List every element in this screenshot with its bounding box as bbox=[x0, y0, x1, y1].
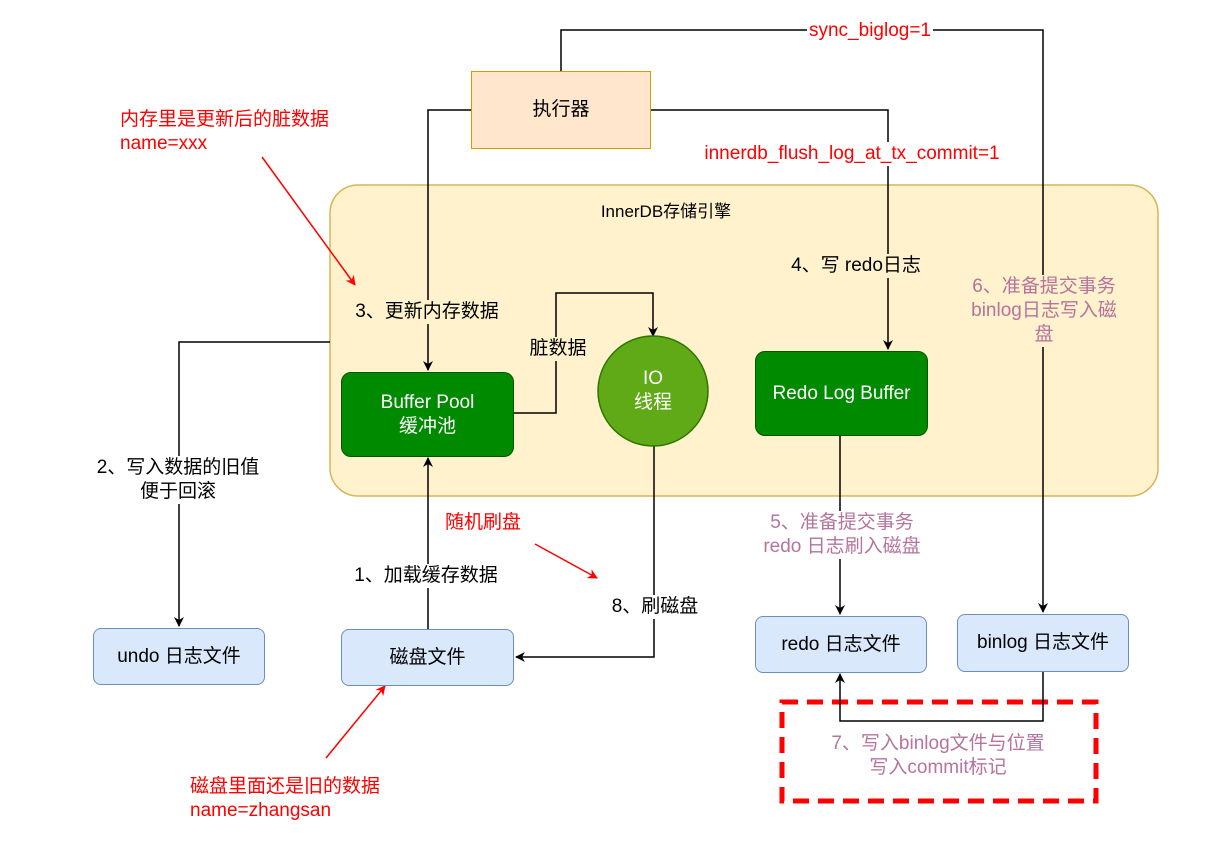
step7-label: 7、写入binlog文件与位置 写入commit标记 bbox=[831, 733, 1045, 778]
edge-io-to-disk bbox=[515, 446, 655, 662]
io-thread-label: IO 线程 bbox=[633, 368, 672, 413]
edge-engine-to-undo bbox=[174, 341, 330, 627]
binlog-file-label: binlog 日志文件 bbox=[977, 632, 1109, 653]
binlog-file-node: binlog 日志文件 bbox=[957, 614, 1129, 672]
arrow-disk-note bbox=[325, 685, 386, 759]
step3-label: 3、更新内存数据 bbox=[355, 300, 499, 324]
buffer-pool-node: Buffer Pool 缓冲池 bbox=[341, 372, 514, 457]
step7-highlight-box bbox=[779, 699, 1099, 804]
undo-file-node: undo 日志文件 bbox=[93, 628, 265, 685]
buffer-pool-label: Buffer Pool 缓冲池 bbox=[380, 391, 475, 437]
disk-file-label: 磁盘文件 bbox=[389, 646, 466, 668]
disk-file-node: 磁盘文件 bbox=[341, 629, 514, 686]
redo-log-buffer-node: Redo Log Buffer bbox=[755, 351, 928, 436]
executor-label: 执行器 bbox=[532, 99, 590, 120]
memory-note: 内存里是更新后的脏数据 name=xxx bbox=[120, 109, 330, 154]
edge-executor-to-buffer-pool bbox=[423, 109, 471, 371]
edge-buffer-pool-to-io bbox=[514, 292, 658, 414]
undo-file-label: undo 日志文件 bbox=[117, 645, 241, 667]
edge-binlog-to-redo-file bbox=[835, 672, 1044, 722]
sync-biglog-label: sync_biglog=1 bbox=[806, 19, 934, 43]
step5-label: 5、准备提交事务 redo 日志刷入磁盘 bbox=[761, 511, 923, 559]
redo-file-node: redo 日志文件 bbox=[755, 616, 927, 673]
disk-note: 磁盘里面还是旧的数据 name=zhangsan bbox=[190, 776, 381, 821]
flush-log-label: innerdb_flush_log_at_tx_commit=1 bbox=[702, 142, 1002, 166]
dirty-data-label: 脏数据 bbox=[529, 337, 587, 361]
step6-label: 6、准备提交事务 binlog日志写入磁盘 bbox=[962, 275, 1126, 347]
random-flush-note: 随机刷盘 bbox=[445, 512, 522, 533]
arrow-memory-note bbox=[261, 156, 356, 286]
redo-log-buffer-label: Redo Log Buffer bbox=[772, 382, 911, 404]
step1-label: 1、加载缓存数据 bbox=[352, 564, 500, 588]
step4-label: 4、写 redo日志 bbox=[791, 254, 921, 278]
arrow-random-flush bbox=[534, 543, 598, 579]
io-thread-circle bbox=[597, 335, 709, 447]
step2-label: 2、写入数据的旧值 便于回滚 bbox=[94, 456, 262, 504]
redo-file-label: redo 日志文件 bbox=[781, 633, 901, 655]
executor-node: 执行器 bbox=[471, 71, 651, 149]
engine-container bbox=[329, 184, 1159, 497]
io-thread-node: IO 线程 bbox=[598, 336, 708, 446]
engine-title: InnerDB存储引擎 bbox=[600, 202, 732, 221]
step8-label: 8、刷磁盘 bbox=[609, 595, 701, 619]
